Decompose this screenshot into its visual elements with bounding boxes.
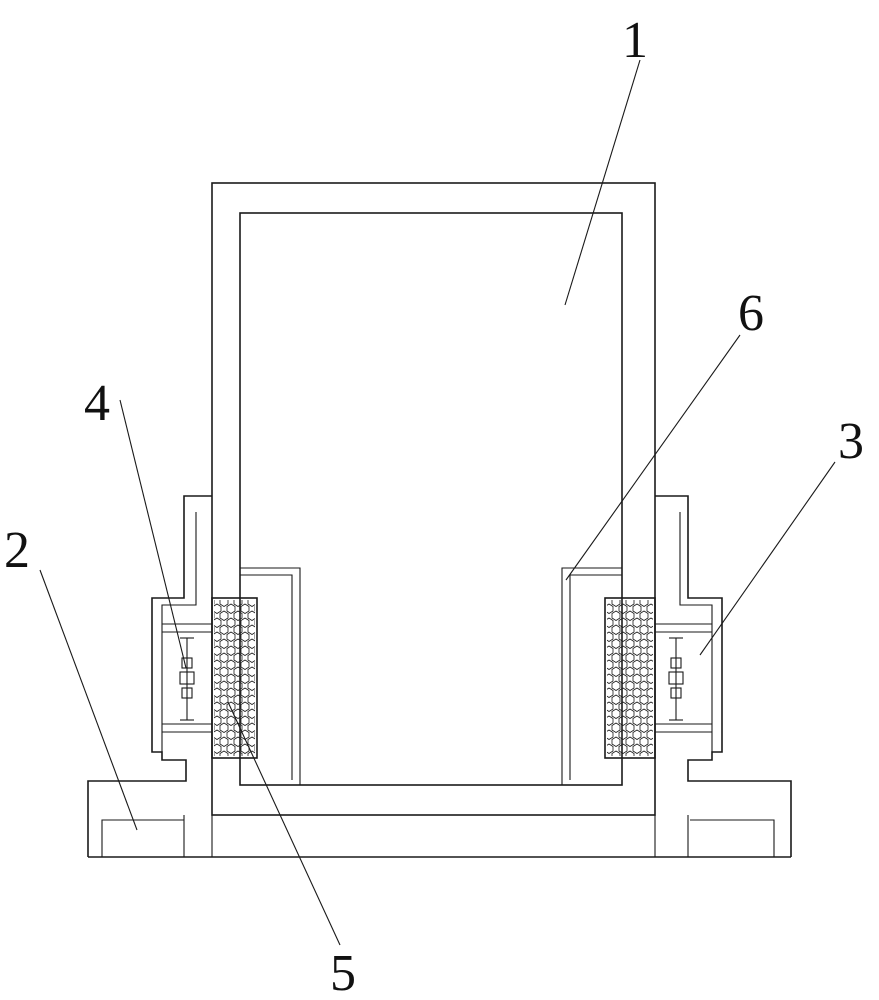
- connector-right: [668, 637, 684, 721]
- base-support: [87, 495, 792, 858]
- leader-2: [39, 569, 138, 831]
- main-container: [183, 182, 689, 857]
- callout-2: 2: [4, 522, 30, 579]
- callout-3: 3: [838, 413, 864, 470]
- leader-lines: [39, 59, 836, 946]
- leader-1: [564, 59, 641, 306]
- connector-left: [179, 637, 195, 721]
- porous-pad-right: [604, 597, 656, 759]
- callout-1: 1: [622, 12, 648, 69]
- leader-5: [227, 701, 341, 946]
- leader-3: [699, 461, 836, 656]
- leader-6: [565, 334, 741, 581]
- callout-4: 4: [84, 375, 110, 432]
- leader-4: [119, 399, 187, 669]
- side-box-left: [162, 623, 212, 733]
- porous-pad-left: [211, 597, 258, 759]
- callout-labels: 1 2 3 4 5 6: [4, 12, 864, 1000]
- inner-liner: [240, 567, 622, 785]
- side-box-right: [655, 623, 712, 733]
- callout-6: 6: [738, 285, 764, 342]
- callout-5: 5: [330, 945, 356, 1000]
